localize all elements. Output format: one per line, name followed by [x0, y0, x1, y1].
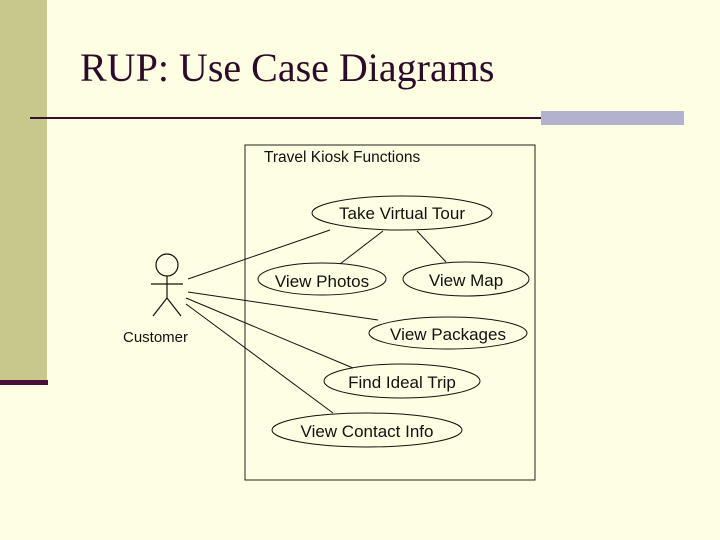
left-accent-band: [0, 0, 47, 384]
title-rule: [30, 117, 542, 119]
title-rule-accent: [541, 111, 684, 125]
use-case-view-packages: View Packages: [368, 316, 528, 350]
use-case-label: View Map: [429, 271, 503, 290]
use-case-view-contact-info: View Contact Info: [271, 412, 463, 448]
use-case-label: View Contact Info: [301, 422, 434, 441]
use-case-find-ideal-trip: Find Ideal Trip: [323, 363, 481, 399]
system-boundary-label: Travel Kiosk Functions: [264, 149, 420, 166]
assoc-take-virtual-tour: [187, 229, 331, 280]
left-accent-band-foot: [0, 380, 48, 385]
actor-label-customer: Customer: [123, 329, 188, 346]
assoc-view-contact-info: [185, 303, 334, 414]
assoc-find-ideal-trip: [185, 297, 354, 369]
link-tour-photos: [339, 230, 384, 265]
customer-actor-icon: [151, 253, 183, 317]
use-case-take-virtual-tour: Take Virtual Tour: [311, 195, 493, 231]
use-case-view-map: View Map: [402, 261, 530, 297]
use-case-view-photos: View Photos: [257, 262, 387, 296]
association-lines: [185, 229, 447, 414]
use-case-label: View Packages: [390, 325, 506, 344]
use-case-label: Take Virtual Tour: [339, 204, 465, 223]
slide-title: RUP: Use Case Diagrams: [80, 45, 495, 90]
assoc-view-packages: [187, 291, 379, 321]
use-case-label: View Photos: [275, 272, 369, 291]
link-tour-map: [416, 230, 447, 263]
use-case-label: Find Ideal Trip: [348, 373, 456, 392]
system-boundary-box: [244, 144, 536, 481]
